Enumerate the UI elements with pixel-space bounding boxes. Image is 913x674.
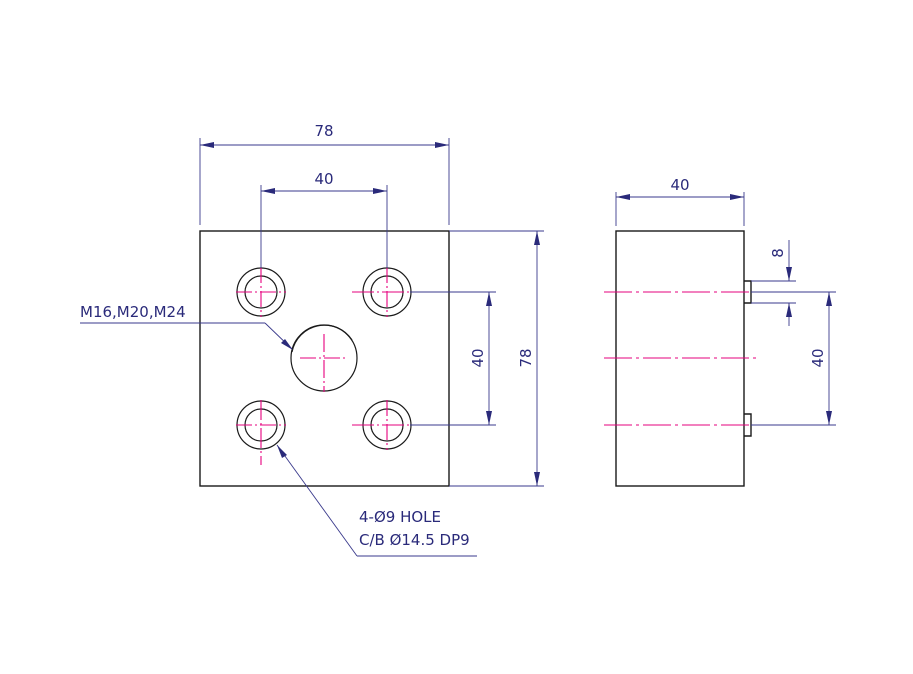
dimension-hole-spacing-x	[260, 185, 388, 268]
dim-hole-spacing-y-text: 40	[469, 348, 487, 367]
dimension-thickness	[615, 192, 745, 226]
dim-thickness-text: 40	[670, 176, 689, 194]
label-center-thread: M16,M20,M24	[80, 303, 186, 321]
front-plate-outline	[199, 230, 450, 487]
dimension-counterbore-depth	[751, 240, 796, 326]
label-holes-line2: C/B Ø14.5 DP9	[359, 531, 470, 549]
dimension-width	[199, 138, 450, 225]
side-view: 40 8 40	[604, 176, 836, 487]
center-lines-side	[604, 291, 756, 426]
front-view: 78 40 40 78	[80, 122, 544, 557]
leader-center-thread	[80, 322, 293, 350]
dimension-hole-spacing-y	[410, 291, 496, 426]
dim-hole-spacing-x-text: 40	[314, 170, 333, 188]
dim-height-text: 78	[517, 348, 535, 367]
label-holes-line1: 4-Ø9 HOLE	[359, 508, 441, 526]
center-marks-front	[236, 267, 425, 465]
dimension-side-hole-spacing	[751, 291, 836, 426]
dimension-height	[449, 230, 544, 487]
leader-holes-note	[276, 444, 477, 557]
dim-side-hole-spacing-text: 40	[809, 348, 827, 367]
dim-width-text: 78	[314, 122, 333, 140]
dim-counterbore-depth-text: 8	[769, 248, 787, 258]
